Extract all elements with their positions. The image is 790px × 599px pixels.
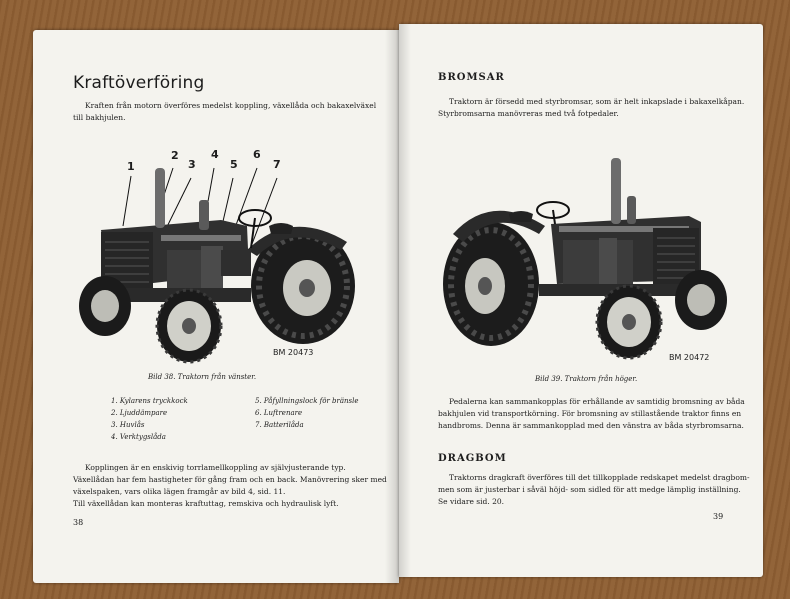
legend-item-2: 2. Ljuddämpare [111, 409, 168, 417]
pedaler-line-2: bakhjulen vid transportkörning. För brom… [438, 409, 742, 418]
pedaler-line-3: handbroms. Denna är sammankopplad med de… [438, 421, 744, 430]
section-title-bromsar: BROMSAR [438, 72, 505, 83]
tractor-right-photo [443, 158, 727, 360]
dragbom-line-2: men som är justerbar i såväl höjd- som s… [438, 485, 741, 494]
legend-item-4: 4. Verktygslåda [111, 433, 166, 441]
callout-7: 7 [273, 158, 281, 171]
figure-caption: Bild 38. Traktorn från vänster. [148, 373, 257, 381]
bromsar-line-1: Traktorn är försedd med styrbromsar, som… [449, 97, 745, 106]
legend-item-5: 5. Påfyllningslock för bränsle [255, 397, 359, 405]
callout-3: 3 [188, 158, 196, 171]
callout-1: 1 [127, 160, 135, 173]
left-page: Kraftöverföring Kraften från motorn över… [33, 30, 399, 583]
right-page: BROMSAR Traktorn är försedd med styrbrom… [399, 24, 763, 577]
section-title-dragbom: DRAGBOM [438, 453, 507, 464]
tractor-left-photo [79, 167, 355, 364]
bromsar-line-2: Styrbromsarna manövreras med två fotpeda… [438, 109, 619, 118]
dragbom-line-1: Traktorns dragkraft överföres till det t… [449, 473, 750, 482]
figure-code: BM 20473 [273, 348, 314, 357]
callout-5: 5 [230, 158, 238, 171]
callout-2: 2 [171, 149, 179, 162]
pedaler-line-1: Pedalerna kan sammankopplas för erhållan… [449, 397, 745, 406]
legend-item-7: 7. Batterilåda [255, 421, 304, 429]
page-number: 39 [713, 512, 724, 521]
legend-item-3: 3. Huvlås [111, 421, 145, 429]
legend-item-1: 1. Kylarens tryckkock [111, 397, 188, 405]
paragraph-line-3: växelspaken, vars olika lägen framgår av… [73, 487, 286, 496]
dragbom-line-3: Se vidare sid. 20. [438, 497, 505, 506]
figure-code: BM 20472 [669, 353, 710, 362]
paragraph-line-4: Till växellådan kan monteras kraftuttag,… [73, 499, 339, 508]
page-title: Kraftöverföring [73, 73, 205, 93]
paragraph-line-1: Kopplingen är en enskivig torrlamellkopp… [85, 463, 346, 472]
intro-line-1: Kraften från motorn överföres medelst ko… [85, 101, 377, 110]
figure-caption: Bild 39. Traktorn från höger. [535, 375, 638, 383]
page-number: 38 [73, 518, 84, 527]
paragraph-line-2: Växellådan har fem hastigheter för gång … [73, 475, 387, 484]
callout-4: 4 [211, 148, 219, 161]
callout-6: 6 [253, 148, 261, 161]
intro-line-2: till bakhjulen. [73, 113, 126, 122]
legend-item-6: 6. Luftrenare [255, 409, 303, 417]
